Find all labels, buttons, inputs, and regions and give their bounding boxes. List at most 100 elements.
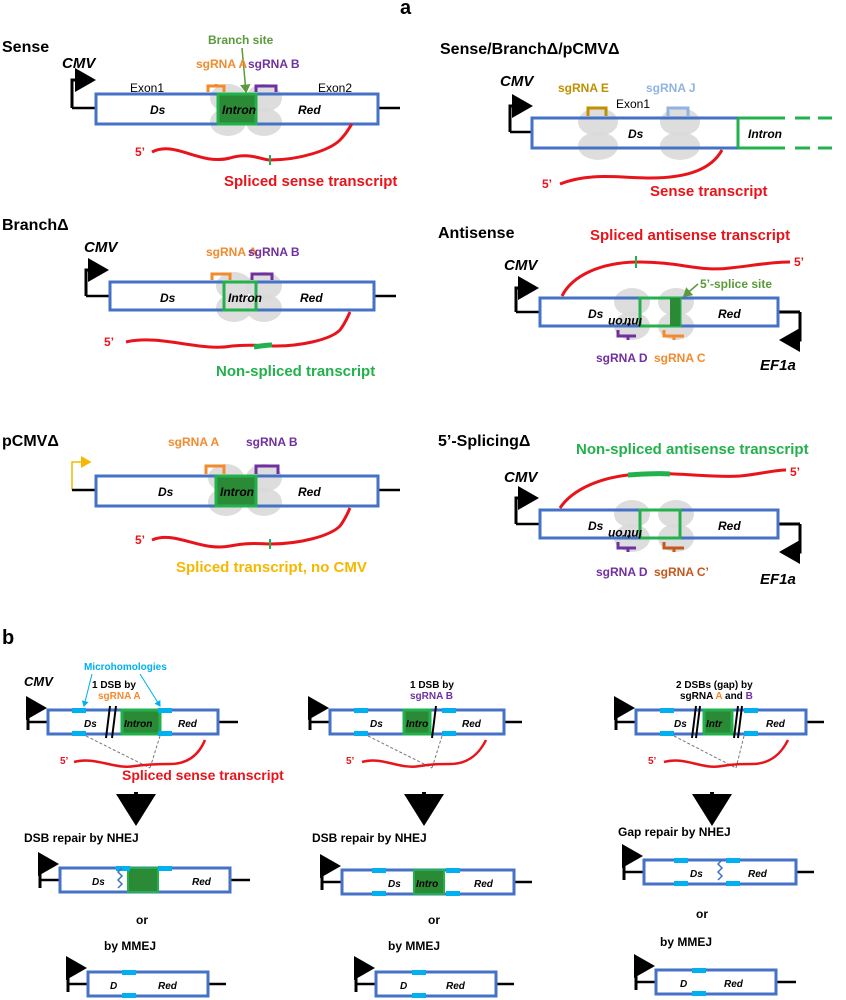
repaired-red-label: Red	[748, 869, 768, 880]
or-label: or	[696, 907, 708, 921]
sgrna-a-label: sgRNA A	[168, 435, 219, 449]
or-label: or	[136, 913, 148, 927]
transcript-line	[559, 149, 724, 186]
transcript-line	[558, 468, 787, 509]
sgrna-b-label: sgRNA B	[248, 57, 300, 71]
dsb-label-line1: 2 DSBs (gap) by	[676, 680, 753, 691]
transcript-label: Spliced sense transcript	[224, 173, 397, 190]
promoter-arrow-icon	[614, 696, 635, 730]
five-prime-label: 5’	[104, 335, 114, 349]
ef1a-label: EF1a	[760, 357, 796, 374]
ds-label: Ds	[160, 291, 176, 305]
intron-box	[214, 474, 258, 508]
sense-delta-title: Sense/BranchΔ/pCMVΔ	[440, 41, 619, 58]
transcript-label: Spliced transcript, no CMV	[176, 559, 367, 576]
repaired-red-label: Red	[724, 979, 744, 990]
red-label: Red	[298, 485, 321, 499]
ds-label: Ds	[588, 307, 604, 321]
intron-label: Intron	[220, 485, 254, 499]
panel-b-column-2: 1 DSB by sgRNA B Ds Intro Red 5’ DSB rep…	[308, 680, 532, 998]
intron-label: Intron	[228, 291, 262, 305]
repaired-intron-label: Intro	[416, 879, 438, 890]
promoter-arrow-icon	[634, 954, 655, 990]
sgrna-c-label: sgRNA C	[654, 351, 706, 365]
intron-box	[216, 92, 258, 126]
intron-box	[222, 280, 258, 312]
repaired-box	[86, 970, 210, 998]
sgrna-a-label: sgRNA A	[196, 57, 247, 71]
cmv-label: CMV	[504, 469, 539, 486]
five-prime-label: 5’	[60, 756, 69, 767]
repair2-label: by MMEJ	[660, 935, 712, 949]
repair1-label: Gap repair by NHEJ	[618, 825, 731, 839]
or-label: or	[428, 913, 440, 927]
panel-b-column-3: 2 DSBs (gap) by sgRNA A and B Ds Intr Re…	[614, 680, 824, 996]
repaired-d-label: D	[400, 981, 407, 992]
promoter-arrow-icon	[514, 486, 539, 524]
red-label: Red	[718, 307, 741, 321]
transcript-label: Sense transcript	[650, 183, 768, 200]
repaired-ds-label: Ds	[690, 869, 703, 880]
exon2-label: Exon2	[318, 81, 352, 95]
pcmv-delta-title: pCMVΔ	[2, 433, 59, 450]
branch-delta-construct: BranchΔ CMV sgRNA A sgRNA B Ds Intron Re…	[2, 217, 396, 380]
promoter-arrow-icon	[514, 276, 539, 312]
promoter-arrow-icon	[622, 844, 643, 880]
repaired-red-label: Red	[446, 981, 466, 992]
splicing-delta-construct: 5’-SplicingΔ Non-spliced antisense trans…	[438, 433, 809, 588]
branch-site-label: Branch site	[208, 33, 274, 47]
ds-label: Ds	[150, 103, 166, 117]
cmv-label: CMV	[62, 55, 97, 72]
cmv-label: CMV	[84, 239, 119, 256]
red-label: Red	[178, 719, 198, 730]
intron-box	[120, 708, 162, 736]
intron-box	[402, 708, 432, 736]
sgrna-a-label: sgRNA A	[206, 245, 257, 259]
microhomologies-label: Microhomologies	[84, 662, 167, 673]
dsb-label-line1: 1 DSB by	[410, 680, 454, 691]
cmv-label: CMV	[500, 73, 535, 90]
ef1a-arrow-icon	[778, 522, 800, 552]
transcript-line	[560, 260, 791, 297]
promoter-arrow-icon	[70, 68, 96, 108]
sgrna-b-label: sgRNA B	[248, 245, 300, 259]
five-prime-label: 5’	[542, 177, 552, 191]
promoter-arrow-icon	[26, 696, 47, 730]
red-label: Red	[300, 291, 323, 305]
promoter-arrow-icon	[308, 696, 329, 730]
repair2-label: by MMEJ	[388, 939, 440, 953]
ds-label: Ds	[674, 719, 687, 730]
ds-label: Ds	[84, 719, 97, 730]
sgrna-b-label: sgRNA B	[246, 435, 298, 449]
intron-box	[638, 508, 682, 540]
five-prime-label: 5’	[135, 145, 145, 159]
five-prime-label: 5’	[790, 465, 800, 479]
transcript-line	[125, 311, 352, 349]
cmv-label: CMV	[24, 674, 54, 689]
sgrna-e-label: sgRNA E	[558, 81, 609, 95]
sense-delta-construct: Sense/BranchΔ/pCMVΔ CMV sgRNA E sgRNA J …	[440, 41, 832, 200]
promoter-arrow-icon	[508, 94, 533, 132]
ds-label: Ds	[628, 127, 644, 141]
branch-delta-title: BranchΔ	[2, 217, 69, 234]
promoter-arrow-icon	[84, 258, 109, 296]
repaired-red-label: Red	[192, 877, 212, 888]
red-label: Red	[766, 719, 786, 730]
repaired-box	[374, 970, 498, 998]
intron-label: Intron	[124, 719, 152, 730]
red-label: Red	[298, 103, 321, 117]
ds-label: Ds	[370, 719, 383, 730]
five-prime-label: 5’	[648, 756, 657, 767]
repaired-box	[642, 858, 798, 886]
intron-label: Intron	[608, 315, 642, 329]
intron-label: Intro	[406, 719, 428, 730]
repair1-label: DSB repair by NHEJ	[24, 831, 139, 845]
promoter-arrow-icon	[320, 854, 341, 890]
sense-title: Sense	[2, 39, 49, 56]
promoter-arrow-icon	[354, 956, 375, 992]
transcript-line	[73, 739, 207, 768]
panel-b-column-1: CMV Microhomologies 1 DSB by sgRNA A Ds …	[24, 662, 284, 998]
repaired-d-label: D	[110, 981, 117, 992]
splice-site-label: 5’-splice site	[700, 277, 772, 291]
